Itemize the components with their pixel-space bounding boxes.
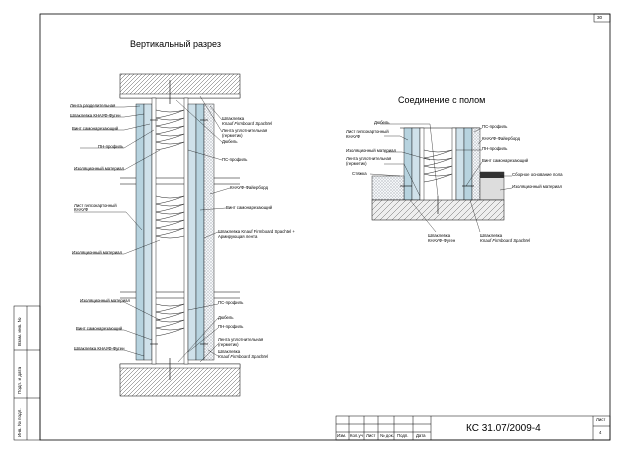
label-sealing-tape-top: Лента уплотнительная [222,128,268,133]
document-code: КС 31.07/2009-4 [466,423,541,434]
label-r-sealant: (герметик) [346,161,367,166]
label-spachtel-mesh: Шпаклевка Knauf Firmboard Spachtel + [218,229,295,234]
stamp-inv-dup: Взам. инв. № [17,317,22,346]
tb-col-kol: Кол.уч [350,433,363,438]
vertical-section [70,73,241,397]
tb-col-list: Лист [366,433,376,438]
tb-col-doc: № док. [380,433,394,438]
label-dowel-top: Дюбель [222,139,238,144]
sheet-number: 4 [599,430,602,435]
label-spachtel-bottom: Шпаклевка [218,349,241,354]
label-fugen-bottom: Шпаклевка КНАУФ-Фуген [74,346,125,351]
label-gypsum-board: Лист гипсокартонный КНАУФ [74,203,117,213]
label-dowel-bottom: Дюбель [218,315,234,320]
label-r-fugen: КНАУФ-Фуген [428,238,456,243]
label-sealant-bottom: (герметик) [218,342,239,347]
label-sealant-top: (герметик) [222,133,243,138]
label-screw-bottom: Винт самонарезающий [76,326,123,331]
sheet-frame [39,13,611,441]
floor-section [369,123,513,233]
label-screw-top: Винт самонарезающий [72,126,119,131]
label-r-floor-base: Сборное основание пола [512,172,563,177]
label-r-insulation: Изоляционный материал [346,148,397,153]
label-ps-profile-top: ПС-профиль [222,157,248,162]
label-insulation-2: Изоляционный материал [72,250,123,255]
sheet-label: Лист [596,417,606,422]
label-insulation-1: Изоляционный материал [74,166,125,171]
stamp-sign-date: Подп. и дата [17,366,22,394]
label-r-gypsum: Лист гипсокартонный [346,129,389,134]
corner-sheet-number: 30 [597,15,603,20]
label-separator-tape: Лента разделительная [70,103,116,108]
label-firmboard-spachtel-bottom: Knauf Firmboard Spachtel [218,354,268,359]
label-pn-profile-top: ПН-профиль [98,144,124,149]
tb-col-date: Дата [416,433,426,438]
label-sealing-tape-bottom: Лента уплотнительная [218,337,264,342]
label-r-sealing-tape: Лента уплотнительная [346,156,392,161]
label-insulation-3: Изоляционный материал [80,298,131,303]
label-r-spachtel-1: Шпаклевка [428,233,451,238]
label-r-fireboard: КНАУФ-Файерборд [482,136,521,141]
label-fugen-top: Шпаклевка КНАУФ-Фуген [70,113,121,118]
label-r-pn-profile: ПН-профиль [482,146,508,151]
label-fireboard: КНАУФ-Файерборд [230,185,269,190]
title-block [335,415,611,441]
label-r-knauf: КНАУФ [346,134,361,139]
tb-col-podp: Подп. [397,433,409,438]
label-pn-profile-bottom: ПН-профиль [218,324,244,329]
corner-box [593,13,611,23]
label-screw-right: Винт самонарезающий [226,205,273,210]
stamp-inv-orig: Инв. № подл. [17,408,22,437]
label-spachtel-top: Шпаклевка [222,116,245,121]
side-stamp [13,305,41,441]
label-ps-profile-bottom: ПС-профиль [218,300,244,305]
vertical-section-title: Вертикальный разрез [130,39,221,49]
label-r-spachtel-2: Шпаклевка [480,233,503,238]
label-r-firmboard-spachtel: Knauf Firmboard Spachtel [480,238,530,243]
label-firmboard-spachtel-top: Knauf Firmboard Spachtel [222,121,272,126]
label-reinforcing-tape: Армирующая лента [218,234,258,239]
floor-section-title: Соединение с полом [398,95,486,105]
label-r-dowel: Дюбель [374,120,390,125]
label-r-screw: Винт самонарезающий [482,158,529,163]
label-r-ps-profile: ПС-профиль [482,124,508,129]
tb-col-izm: Изм. [337,433,347,438]
label-r-insulation-right: Изоляционный материал [512,184,563,189]
label-r-screed: Стяжка [352,171,367,176]
